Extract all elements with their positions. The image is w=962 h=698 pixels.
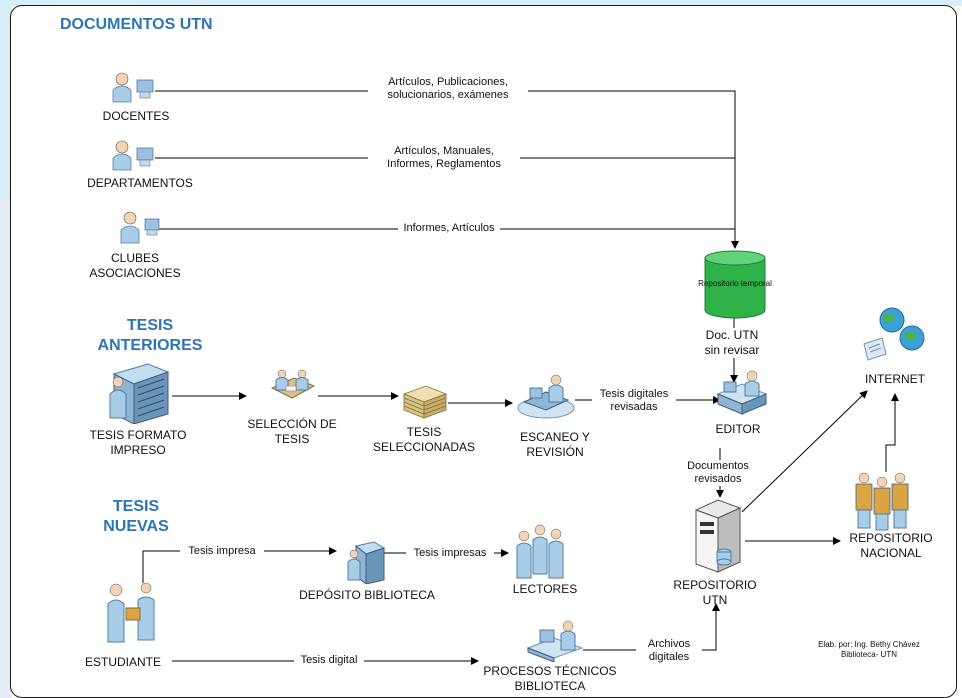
tesis-formato-label: TESIS FORMATO IMPRESO [89,428,187,457]
deposito-label: DEPÓSITO BIBLIOTECA [299,588,435,602]
escaneo-label: ESCANEO Y REVISIÓN [520,430,590,459]
credit-text: Elab. por: Ing. Bethy Chávez Biblioteca-… [818,640,920,659]
section-documentos-utn: DOCUMENTOS UTN [60,16,213,33]
background-top [0,0,962,6]
repositorio-nacional-label: REPOSITORIO NACIONAL [849,531,933,560]
docentes-label: DOCENTES [102,109,170,123]
section-tesis-anteriores: TESIS ANTERIORES [97,317,203,354]
repositorio-nacional-icon [855,472,909,531]
seleccion-icon [270,369,316,399]
estudiante-icon [107,582,155,643]
repositorio-temporal-icon [704,250,766,319]
clubes-icon [120,211,160,244]
edge-label-tesis-impresas: Tesis impresas [406,547,494,560]
tesis-formato-icon [109,363,170,424]
edge-label-tesis-impresa: Tesis impresa [180,545,264,558]
internet-icon [863,307,925,361]
repositorio-utn-icon [694,499,742,573]
section-tesis-nuevas: TESIS NUEVAS [103,498,169,535]
edge-label-tesis-digital: Tesis digital [294,654,364,667]
repositorio-temporal-label: Repositorio temporal [698,279,772,288]
tesis-seleccionadas-label: TESIS SELECCIONADAS [372,425,476,454]
procesos-icon [526,620,584,662]
lectores-label: LECTORES [512,582,578,596]
escaneo-icon [517,374,575,419]
procesos-label: PROCESOS TÉCNICOS BIBLIOTECA [483,664,617,693]
doc-utn-label: Doc. UTN sin revisar [690,328,774,358]
repositorio-utn-label: REPOSITORIO UTN [673,578,757,607]
deposito-icon [347,541,386,584]
estudiante-label: ESTUDIANTE [84,655,161,669]
edge-label-departamentos: Artículos, Manuales, Informes, Reglament… [368,145,520,171]
edge-label-docentes: Artículos, Publicaciones, solucionarios,… [368,76,528,102]
edge-nacional-internet [885,393,899,472]
editor-label: EDITOR [715,422,761,436]
tesis-seleccionadas-icon [402,385,448,419]
departamentos-icon [112,140,154,171]
docentes-icon [112,72,154,103]
edge-label-tesis-digitales: Tesis digitales revisadas [592,388,676,414]
edge-label-archivos-digitales: Archivos digitales [636,638,702,664]
lectores-icon [516,524,564,579]
internet-label: INTERNET [865,372,925,386]
seleccion-label: SELECCIÓN DE TESIS [247,417,337,446]
edge-archivos [583,603,720,651]
departamentos-label: DEPARTAMENTOS [87,176,193,190]
clubes-label: CLUBES ASOCIACIONES [89,251,181,280]
edge-utn-internet [741,390,868,513]
edge-docentes [155,90,739,249]
edge-label-documentos-revisados: Documentos revisados [676,460,760,486]
edge-label-clubes: Informes, Artículos [398,222,500,235]
background-left [0,0,12,698]
diagram-frame [10,5,957,698]
edge-tesis-impresa [142,547,337,583]
editor-icon [716,370,768,415]
